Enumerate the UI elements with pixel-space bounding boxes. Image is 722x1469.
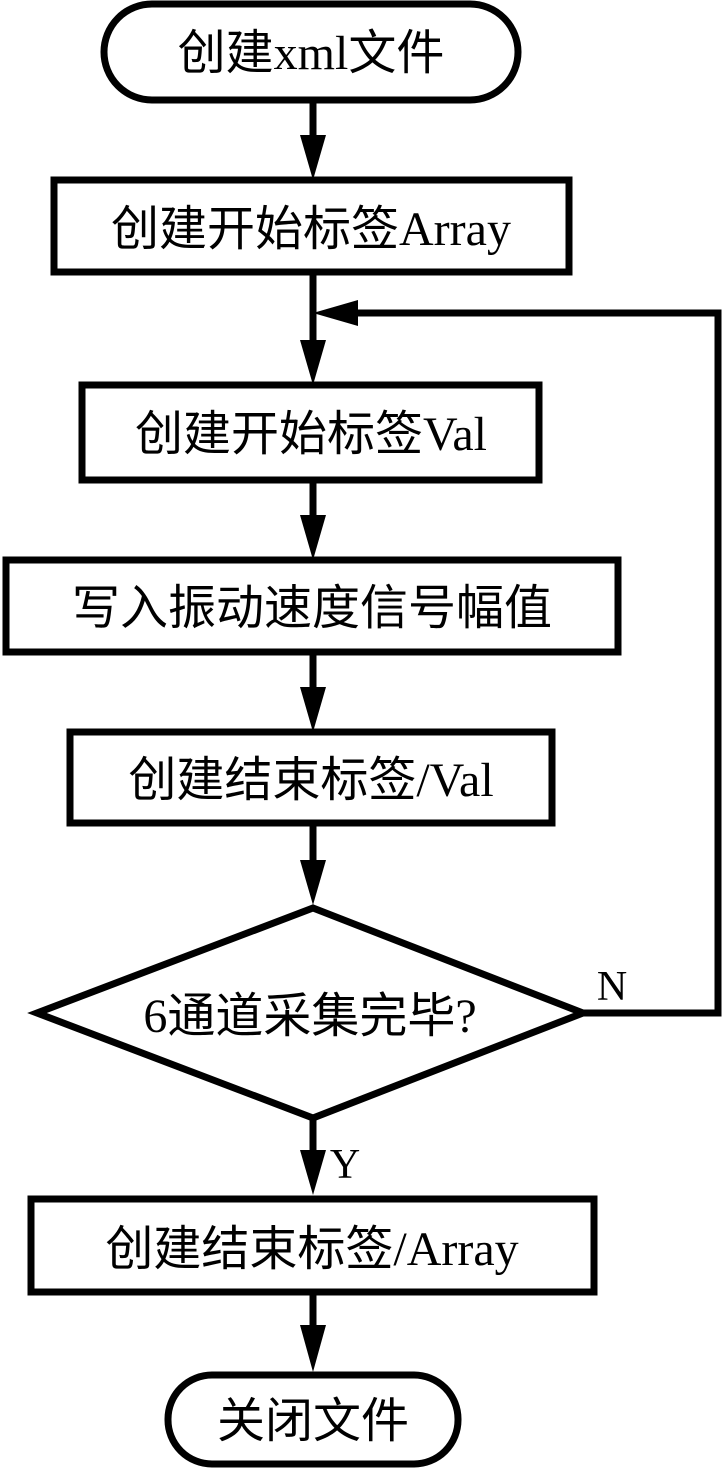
arrowhead-icon xyxy=(300,340,326,385)
arrowhead-icon xyxy=(300,1150,326,1195)
node-write-amp xyxy=(2,556,622,656)
arrowhead-icon xyxy=(300,687,326,732)
arrowhead-icon xyxy=(313,300,358,326)
arrowhead-icon xyxy=(300,860,326,905)
node-close-val-label: 创建结束标签/Val xyxy=(128,754,493,807)
node-close-array xyxy=(27,1195,598,1296)
node-close-array-label: 创建结束标签/Array xyxy=(105,1223,518,1276)
node-decision xyxy=(27,904,593,1122)
edge-label-yes: Y xyxy=(330,1142,360,1188)
node-open-val xyxy=(78,381,543,484)
node-open-array xyxy=(50,176,573,276)
arrowhead-icon xyxy=(300,1325,326,1372)
arrowhead-icon xyxy=(300,135,326,180)
node-decision-label: 6通道采集完毕? xyxy=(143,990,476,1043)
node-start xyxy=(100,0,522,104)
edge-label-no: N xyxy=(597,964,627,1010)
edge-decision-no-loop xyxy=(340,309,722,1017)
node-open-array-label: 创建开始标签Array xyxy=(111,203,511,256)
node-start-label: 创建xml文件 xyxy=(178,27,445,80)
node-write-amp-label: 写入振动速度信号幅值 xyxy=(72,582,552,635)
arrowhead-icon xyxy=(300,515,326,560)
node-close-val xyxy=(66,728,556,827)
node-end xyxy=(164,1371,462,1468)
node-open-val-label: 创建开始标签Val xyxy=(135,408,487,461)
node-end-label: 关闭文件 xyxy=(217,1395,409,1448)
